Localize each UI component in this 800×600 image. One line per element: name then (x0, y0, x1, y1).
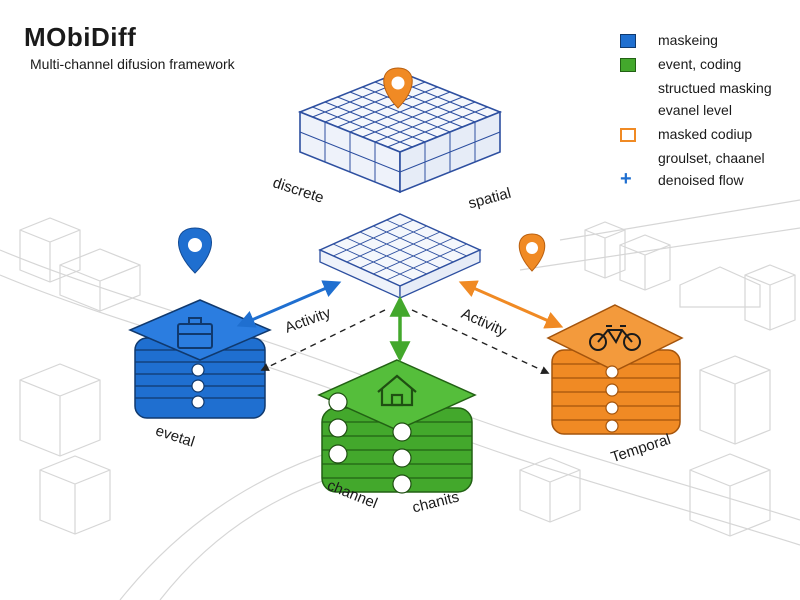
location-pin-icon (383, 67, 413, 109)
building (679, 266, 761, 308)
spatial-grid-large (297, 71, 503, 194)
legend-label: maskeing (658, 32, 718, 48)
building (699, 355, 771, 445)
building (19, 363, 101, 457)
blue-square-icon (620, 34, 636, 48)
clock-icon (328, 392, 412, 494)
spatial-grid-small (318, 213, 482, 300)
clock-icon (191, 363, 205, 409)
clock-icon (605, 365, 619, 433)
building (619, 234, 671, 291)
building (584, 221, 626, 279)
building (59, 248, 141, 312)
legend-label: evanel level (658, 102, 732, 118)
location-pin-icon (178, 227, 212, 274)
building (689, 453, 771, 537)
city-background (0, 199, 800, 600)
dashed-link-right (411, 309, 550, 374)
building (519, 457, 581, 523)
dashed-link-left (260, 309, 386, 371)
briefcase-icon (177, 317, 213, 349)
building (39, 455, 111, 535)
legend-label: event, coding (658, 56, 742, 72)
activity-arrow-orange (458, 280, 564, 329)
location-pin-icon (518, 233, 546, 272)
activity-arrow-blue (236, 280, 342, 328)
building (744, 264, 796, 331)
page-subtitle: Multi-channel difusion framework (30, 56, 235, 72)
blue-stack (128, 299, 272, 419)
legend-label: denoised flow (658, 172, 744, 188)
bicycle-icon (589, 325, 641, 351)
green-square-icon (620, 58, 636, 72)
legend-label: masked codiup (658, 126, 753, 142)
legend-label: structued masking (658, 80, 772, 96)
legend-label: groulset, chaanel (658, 150, 765, 166)
plus-icon: + (620, 168, 632, 190)
page-title: MObiDiff (24, 22, 137, 52)
building (19, 217, 81, 283)
house-icon (377, 374, 417, 407)
orange-outline-square-icon (620, 128, 636, 142)
